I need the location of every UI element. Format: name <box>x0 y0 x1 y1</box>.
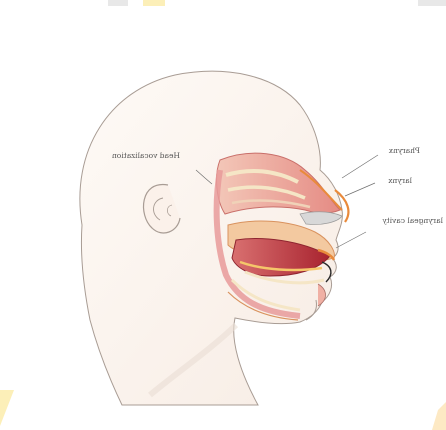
label-laryngeal-cavity: laryngeal cavity <box>382 216 443 225</box>
label-head-vocalization: Head vocalization <box>112 151 180 160</box>
larynx-pointer <box>345 183 375 196</box>
top-decoration-yellow <box>143 0 165 6</box>
label-larynx: larynx <box>387 176 412 185</box>
top-decorations <box>108 0 446 6</box>
label-pharynx: Pharynx <box>388 146 420 155</box>
laryngeal-cavity-pointer <box>336 232 366 248</box>
top-decoration-right <box>418 0 446 6</box>
top-decoration-left <box>108 0 128 6</box>
pharynx-pointer <box>342 155 378 178</box>
corner-decoration-left <box>0 390 14 426</box>
corner-decoration-right <box>432 402 446 430</box>
